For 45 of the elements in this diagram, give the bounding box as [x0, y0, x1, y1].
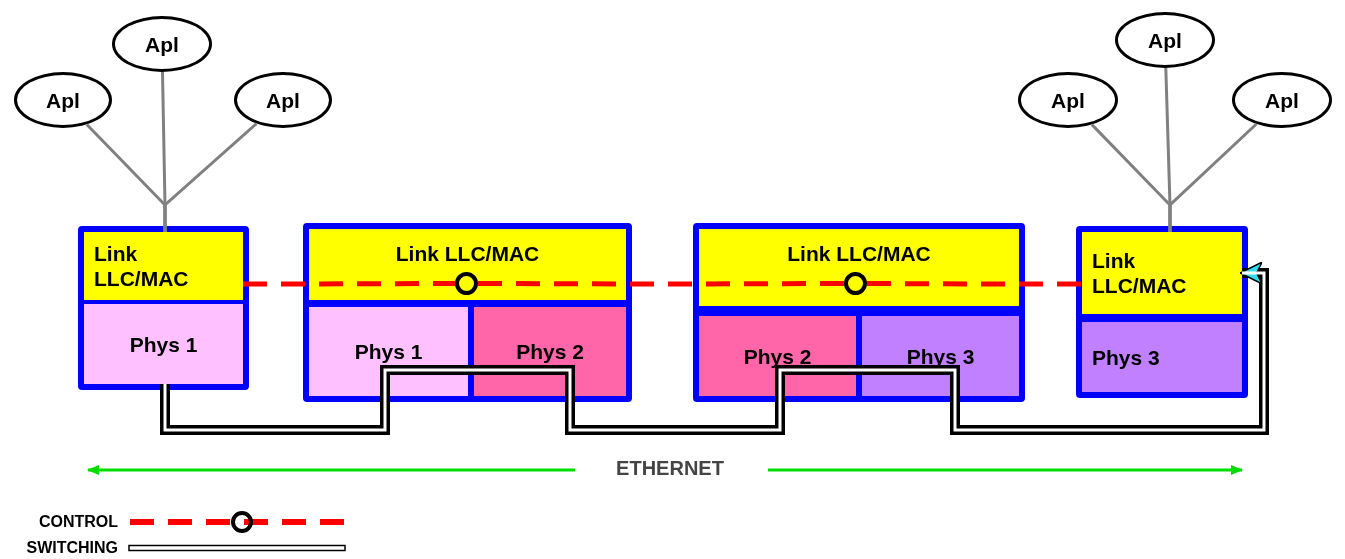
node-label: Apl — [1051, 87, 1085, 113]
control-point-circle — [455, 272, 478, 295]
node-label: Link LLC/MAC — [94, 241, 190, 291]
node-label: Link LLC/MAC — [787, 241, 931, 266]
station-box — [693, 223, 1025, 402]
station-box — [1076, 226, 1248, 398]
node-label: Link LLC/MAC — [395, 241, 540, 266]
node-label: Apl — [266, 87, 300, 113]
layer-box — [1082, 322, 1242, 392]
switching-line — [160, 384, 390, 435]
node-label: Phys 1 — [354, 339, 423, 364]
control-line — [243, 281, 455, 287]
layer-box — [309, 307, 468, 396]
switching-line — [775, 365, 960, 396]
layer-box — [699, 316, 856, 396]
legend-label: CONTROL — [38, 513, 118, 531]
connector-line — [1168, 122, 1258, 232]
control-line — [867, 281, 1082, 287]
layer-box — [699, 229, 1019, 306]
legend-label: SWITCHING — [26, 539, 118, 557]
layer-box — [84, 232, 243, 300]
node-label: Apl — [46, 87, 80, 113]
control-point-circle — [844, 272, 867, 295]
switching-line — [380, 365, 575, 396]
node-label: Phys 3 — [1092, 344, 1160, 370]
layer-box — [309, 229, 626, 300]
node-label: Apl — [1265, 87, 1299, 113]
layer-box — [474, 307, 626, 396]
layer-box — [1082, 232, 1242, 314]
station-box — [303, 223, 632, 402]
station-box — [78, 226, 249, 390]
node-label: Phys 2 — [516, 339, 584, 364]
layer-box — [84, 304, 243, 384]
switching-line — [950, 261, 1269, 435]
switching-line — [565, 396, 785, 435]
node-label: Phys 2 — [743, 343, 812, 369]
node-label: Apl — [145, 31, 179, 57]
node-label: Phys 1 — [129, 331, 198, 357]
node-label: Apl — [1148, 27, 1182, 53]
node-label: Phys 3 — [906, 343, 975, 369]
control-line — [478, 281, 844, 287]
network-label: ETHERNET — [615, 457, 725, 480]
connector-line — [163, 122, 258, 232]
node-label: Link LLC/MAC — [1092, 248, 1188, 298]
layer-box — [862, 316, 1019, 396]
